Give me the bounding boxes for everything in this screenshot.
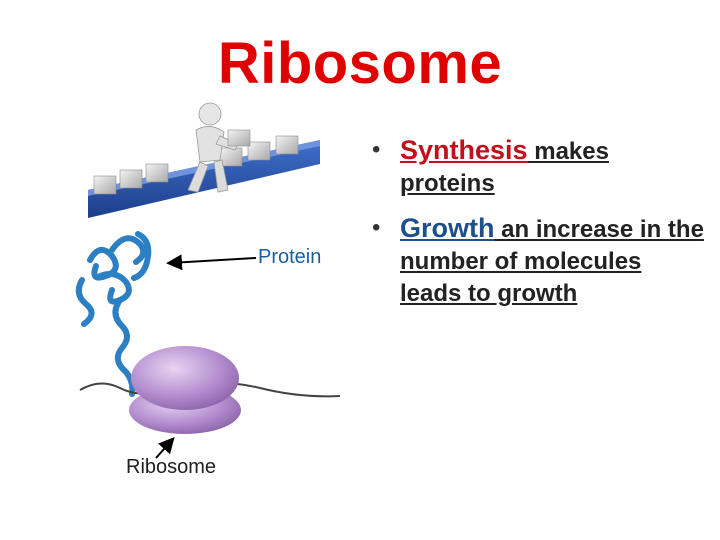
ribosome-label: Ribosome	[126, 456, 217, 478]
ribosome-icon	[129, 346, 241, 434]
bullet-dot: •	[372, 136, 381, 163]
protein-structure-icon	[75, 231, 152, 397]
bullet-term: Synthesis	[400, 135, 528, 165]
bullet-term: Growth	[400, 213, 495, 243]
protein-label: Protein	[258, 246, 322, 268]
conveyor-belt-worker-icon	[88, 102, 320, 218]
slide-title: Ribosome	[217, 31, 503, 96]
bullet-description: an increase in the number of molecules l…	[400, 216, 704, 307]
protein-ribosome-diagram	[75, 231, 341, 459]
bullet-synthesis: • Synthesis makes proteins	[368, 134, 708, 200]
bullet-list: • Synthesis makes proteins • Growth an i…	[368, 134, 708, 310]
bullet-growth: • Growth an increase in the number of mo…	[368, 212, 708, 310]
bullet-dot: •	[372, 214, 381, 241]
bullet-description: makes proteins	[400, 138, 609, 197]
